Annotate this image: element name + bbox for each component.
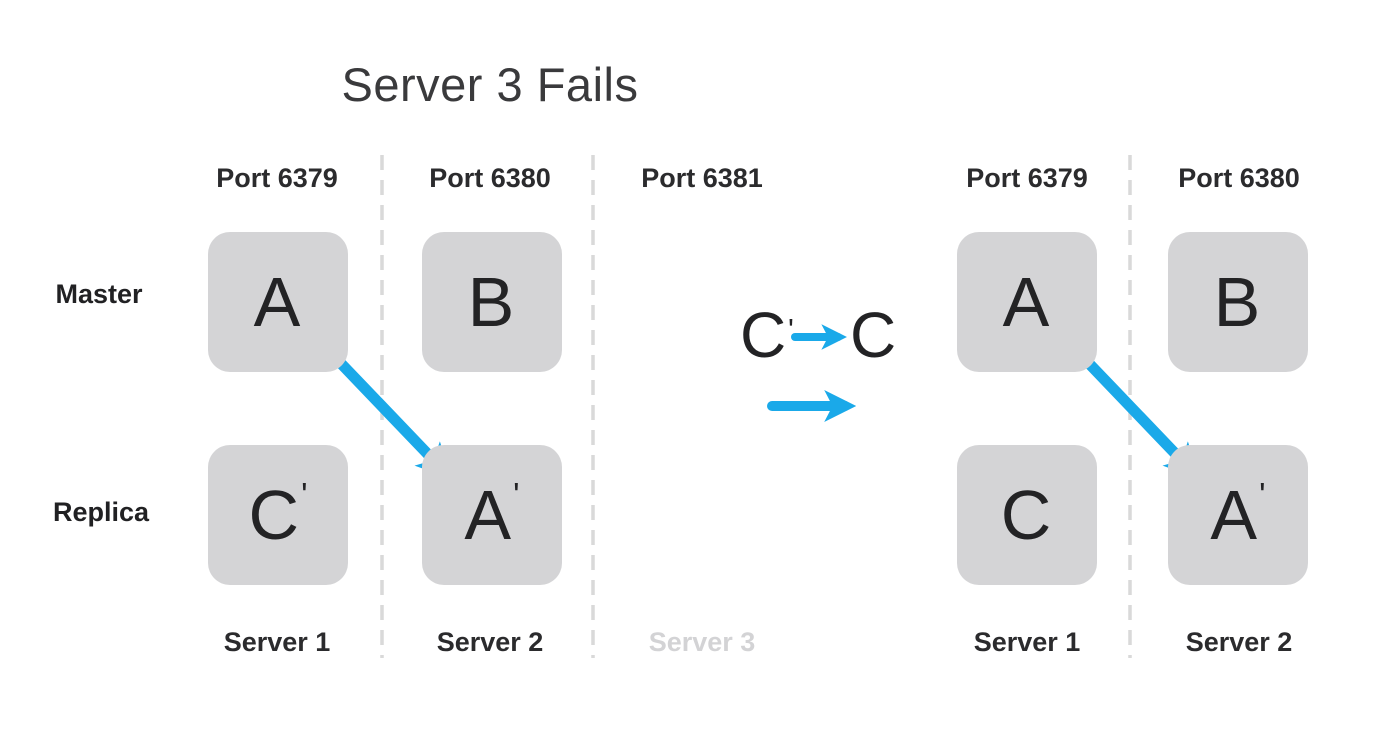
promotion-from-letter: C — [740, 299, 787, 371]
replication-arrow-left-icon — [324, 346, 452, 479]
port-label-6380-right: Port 6380 — [1178, 163, 1300, 193]
row-label-replica: Replica — [52, 497, 150, 527]
shard-box-replica-c-left: C' — [208, 445, 348, 585]
shard-letter: A — [253, 263, 301, 341]
server-label-2-left: Server 2 — [436, 627, 544, 657]
shard-letter: B — [467, 263, 515, 341]
row-label-master: Master — [55, 279, 143, 309]
promotion-to-label: C — [850, 303, 896, 367]
shard-box-master-b-right: B — [1168, 232, 1308, 372]
shard-box-replica-a-left: A' — [422, 445, 562, 585]
shard-box-replica-a-right: A' — [1168, 445, 1308, 585]
shard-letter: A — [1002, 263, 1050, 341]
prime-mark: ' — [513, 477, 520, 515]
shard-box-master-c-right: C — [957, 445, 1097, 585]
shard-box-master-b-left: B — [422, 232, 562, 372]
prime-mark: ' — [1259, 477, 1266, 515]
shard-letter: C — [248, 476, 300, 554]
port-label-6380-left: Port 6380 — [429, 163, 551, 193]
replication-arrow-right-icon — [1072, 346, 1200, 479]
prime-mark: ' — [788, 311, 794, 347]
server-label-3-failed: Server 3 — [648, 627, 756, 657]
port-label-6379-right: Port 6379 — [966, 163, 1088, 193]
port-label-6381: Port 6381 — [641, 163, 763, 193]
shard-letter: A — [464, 476, 512, 554]
page-title: Server 3 Fails — [341, 58, 639, 111]
shard-box-master-a-left: A — [208, 232, 348, 372]
port-label-6379-left: Port 6379 — [216, 163, 338, 193]
server-label-1-right: Server 1 — [973, 627, 1081, 657]
shard-letter: C — [1000, 476, 1052, 554]
shard-letter: A — [1210, 476, 1258, 554]
promotion-from-label: C' — [740, 303, 794, 367]
promotion-to-letter: C — [850, 299, 897, 371]
shard-box-master-a-right: A — [957, 232, 1097, 372]
prime-mark: ' — [301, 477, 308, 515]
server-label-1-left: Server 1 — [223, 627, 331, 657]
shard-letter: B — [1213, 263, 1261, 341]
server-label-2-right: Server 2 — [1185, 627, 1293, 657]
